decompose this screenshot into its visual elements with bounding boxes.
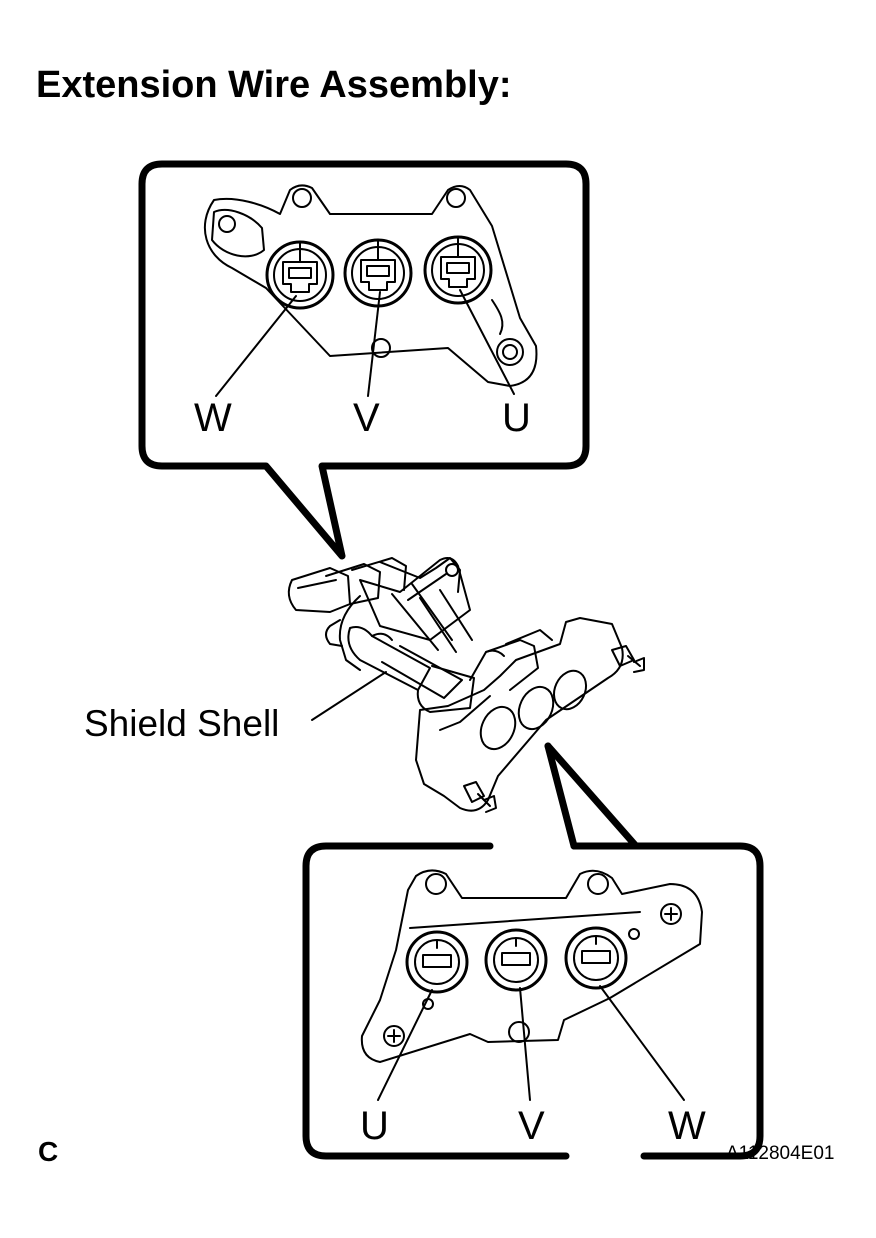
label-bottom-w: W — [668, 1104, 706, 1148]
top-connector-v — [343, 238, 413, 308]
extension-wire-assembly — [287, 557, 645, 813]
label-bottom-u: U — [360, 1104, 389, 1148]
label-top-v: V — [353, 396, 380, 440]
label-bottom-v: V — [518, 1104, 545, 1148]
top-connector-w — [265, 240, 335, 310]
figure-id: A112804E01 — [726, 1143, 835, 1164]
label-shield-shell: Shield Shell — [84, 703, 280, 744]
top-connector-flange — [204, 184, 538, 387]
top-connector-u — [423, 235, 493, 305]
shield-shell-leader — [311, 671, 387, 721]
top-leader-lines — [215, 289, 515, 397]
top-callout-panel — [138, 160, 590, 560]
label-top-u: U — [502, 396, 531, 440]
bottom-callout-panel — [302, 742, 764, 1160]
diagram-title: Extension Wire Assembly: — [36, 64, 512, 106]
bottom-leader-lines — [377, 985, 685, 1101]
bottom-connector-v — [484, 928, 548, 992]
bottom-connector-w — [564, 926, 628, 990]
bottom-connector-u — [405, 930, 469, 994]
bottom-connector-flange — [360, 869, 703, 1063]
corner-code: C — [38, 1136, 59, 1167]
label-top-w: W — [194, 396, 232, 440]
